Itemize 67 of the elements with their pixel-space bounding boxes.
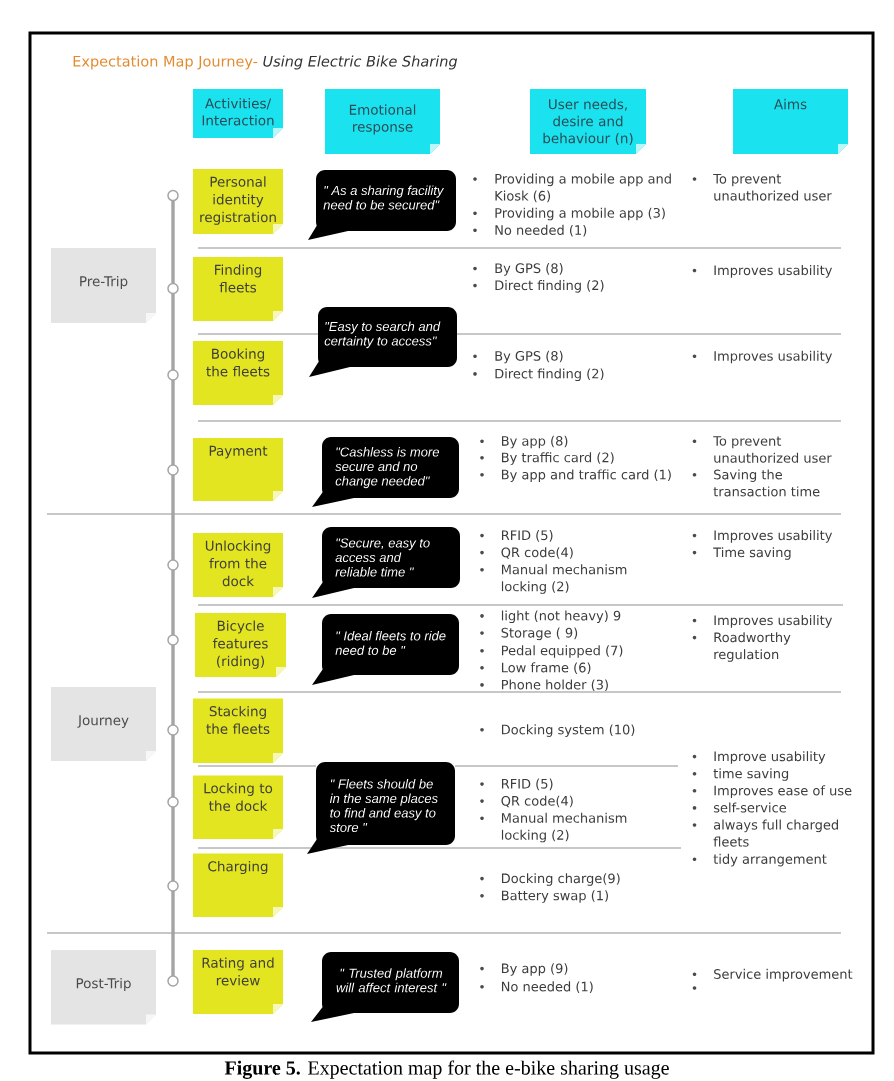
list-item: light (not heavy) 9 <box>501 610 621 624</box>
activity-note: Rating and review <box>193 950 283 1014</box>
list-item: Low frame (6) <box>502 662 591 674</box>
list-item: To prevent unauthorized user <box>713 173 832 201</box>
phase-note: Pre-Trip <box>51 248 156 323</box>
list-item: By app (9) <box>502 963 568 976</box>
list-item: self-service <box>713 802 787 813</box>
speech-bubble: " As a sharing facility need to be secured" <box>308 170 456 240</box>
list-item: Manual mechanism locking (2) <box>501 812 627 843</box>
list-item: Storage ( 9) <box>501 627 578 641</box>
speech-bubble: " Ideal fleets to ride need to be " <box>312 614 459 685</box>
list-item: Service improvement <box>714 968 853 982</box>
column-header: Emotional response <box>325 89 440 154</box>
list-item: Direct finding (2) <box>495 368 604 382</box>
speech-bubble: "Cashless is more secure and no change needed" <box>312 437 459 507</box>
speech-bubble: " Fleets should be in the same places to find and easy to store " <box>307 762 455 854</box>
list-item: No needed (1) <box>495 224 587 237</box>
speech-bubble: " Trusted platform will affect interest " <box>311 952 459 1022</box>
list-item: QR code(4) <box>501 795 573 808</box>
list-item: Improves usability <box>714 530 833 543</box>
list-item: Saving the transaction time <box>713 469 820 497</box>
list-item: By GPS (8) <box>495 350 563 364</box>
list-item: Phone holder (3) <box>502 679 608 692</box>
list-item: Improves usability <box>714 350 833 364</box>
activity-note: Unlocking from the dock <box>193 533 283 597</box>
speech-bubble: "Secure, easy to access and reliable time " <box>312 527 460 598</box>
list-item: Providing a mobile app (3) <box>495 207 665 221</box>
phase-note: Post-Trip <box>51 950 156 1025</box>
column-header: Aims <box>733 89 848 154</box>
list-item: Providing a mobile app and Kiosk (6) <box>495 173 671 203</box>
list-item: Improves ease of use <box>714 785 852 798</box>
column-header: Activities/ Interaction <box>193 89 283 138</box>
speech-bubble: "Easy to search and certainty to access" <box>309 307 457 377</box>
activity-note: Bicycle features (riding) <box>195 613 286 677</box>
list-item: time saving <box>713 768 789 781</box>
activity-note: Stacking the fleets <box>193 698 283 763</box>
list-item: QR code(4) <box>501 547 573 559</box>
activity-note: Payment <box>193 438 283 501</box>
list-item: Direct finding (2) <box>495 280 604 293</box>
activity-note: Locking to the dock <box>193 775 283 839</box>
list-item: RFID (5) <box>502 778 553 791</box>
activity-note: Personal identity registration <box>193 169 283 234</box>
list-item: Docking charge(9) <box>502 873 620 886</box>
list-item: Manual mechanism locking (2) <box>501 564 627 594</box>
list-item: By app (8) <box>502 435 568 449</box>
list-item: Docking system (10) <box>502 724 635 737</box>
column-header: User needs, desire and behaviour (n) <box>530 89 646 154</box>
list-item: By app and traffic card (1) <box>502 469 671 482</box>
list-item: RFID (5) <box>502 530 553 542</box>
list-item: Pedal equipped (7) <box>502 645 623 658</box>
caption: Figure 5. Expectation map for the e-bike sharing usage <box>224 1060 669 1079</box>
activity-note: Charging <box>193 853 283 917</box>
list-item: By traffic card (2) <box>502 452 614 465</box>
list-item: To prevent unauthorized user <box>713 436 832 463</box>
list-item: Improves usability <box>714 265 833 278</box>
list-item: tidy arrangement <box>713 853 827 867</box>
list-item: Improves usability <box>714 615 833 628</box>
title: Expectation Map Journey- Using Electric Bike Sharing <box>73 55 458 70</box>
list-item: No needed (1) <box>502 981 593 993</box>
activity-note: Booking the fleets <box>193 341 283 405</box>
list-item: By GPS (8) <box>495 263 563 276</box>
phase-note: Journey <box>51 687 156 761</box>
list-item: Time saving <box>713 547 791 560</box>
list-item: Battery swap (1) <box>502 890 608 903</box>
list-item: Roadworthy regulation <box>714 632 791 662</box>
activity-note: Finding fleets <box>193 257 283 321</box>
list-item: Improve usability <box>714 751 826 764</box>
